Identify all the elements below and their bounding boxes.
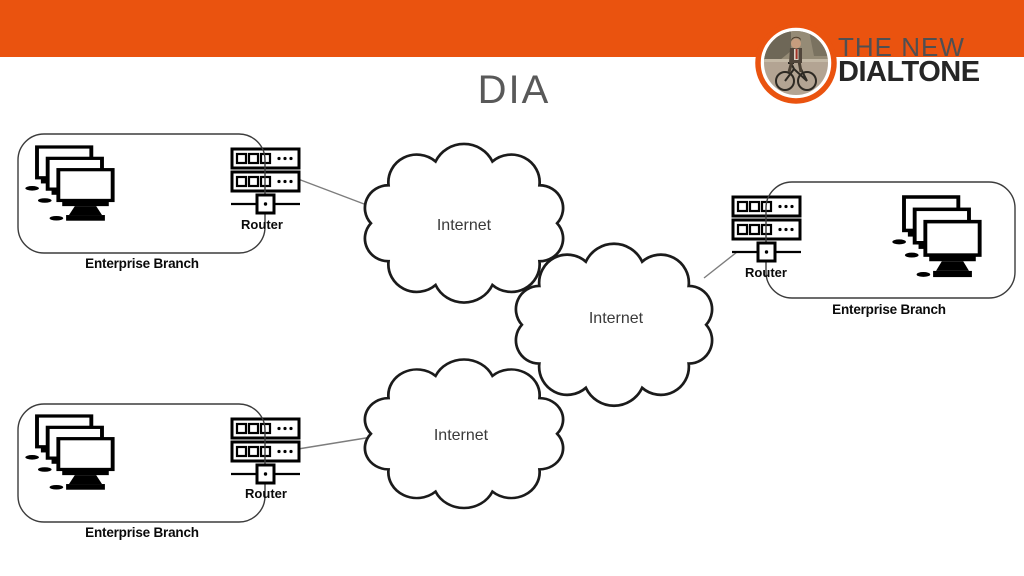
workstations-icon xyxy=(23,414,115,492)
logo-text-line1: THE NEW xyxy=(838,32,965,62)
workstations-icon xyxy=(23,145,115,223)
router-label: Router xyxy=(245,486,287,501)
logo-badge: THE NEW DIALTONE xyxy=(755,22,980,104)
branch-label: Enterprise Branch xyxy=(85,256,199,271)
branch-label: Enterprise Branch xyxy=(85,525,199,540)
logo-text-line2: DIALTONE xyxy=(838,56,980,88)
connection-line-middlecloud-to-right xyxy=(703,251,738,279)
workstations-icon xyxy=(890,195,982,280)
branch-outline xyxy=(17,403,266,523)
branch-label: Enterprise Branch xyxy=(832,302,946,317)
cloud-label-bottom: Internet xyxy=(434,427,489,444)
router-label: Router xyxy=(745,265,787,280)
router-icon xyxy=(229,193,302,215)
router-icon xyxy=(229,463,302,485)
connection-line-topleft-to-cloud xyxy=(297,178,373,208)
boy-on-bicycle-photo-icon xyxy=(764,31,828,95)
enterprise-branch-top-left: Router Enterprise Branch xyxy=(17,133,302,271)
cloud-label-middle: Internet xyxy=(589,310,644,327)
router-label: Router xyxy=(241,217,283,232)
branch-outline xyxy=(765,181,1016,299)
enterprise-branch-bottom-left: Router Enterprise Branch xyxy=(17,403,302,540)
cloud-label-top: Internet xyxy=(437,217,492,234)
page-title: DIA xyxy=(478,68,551,112)
logo-badge-orange-ring xyxy=(755,22,837,104)
connection-line-bottomleft-to-cloud xyxy=(297,436,373,450)
router-icon xyxy=(730,241,803,263)
enterprise-branch-right: Router Enterprise Branch xyxy=(730,181,1016,317)
header-orange-bar xyxy=(0,0,1024,57)
